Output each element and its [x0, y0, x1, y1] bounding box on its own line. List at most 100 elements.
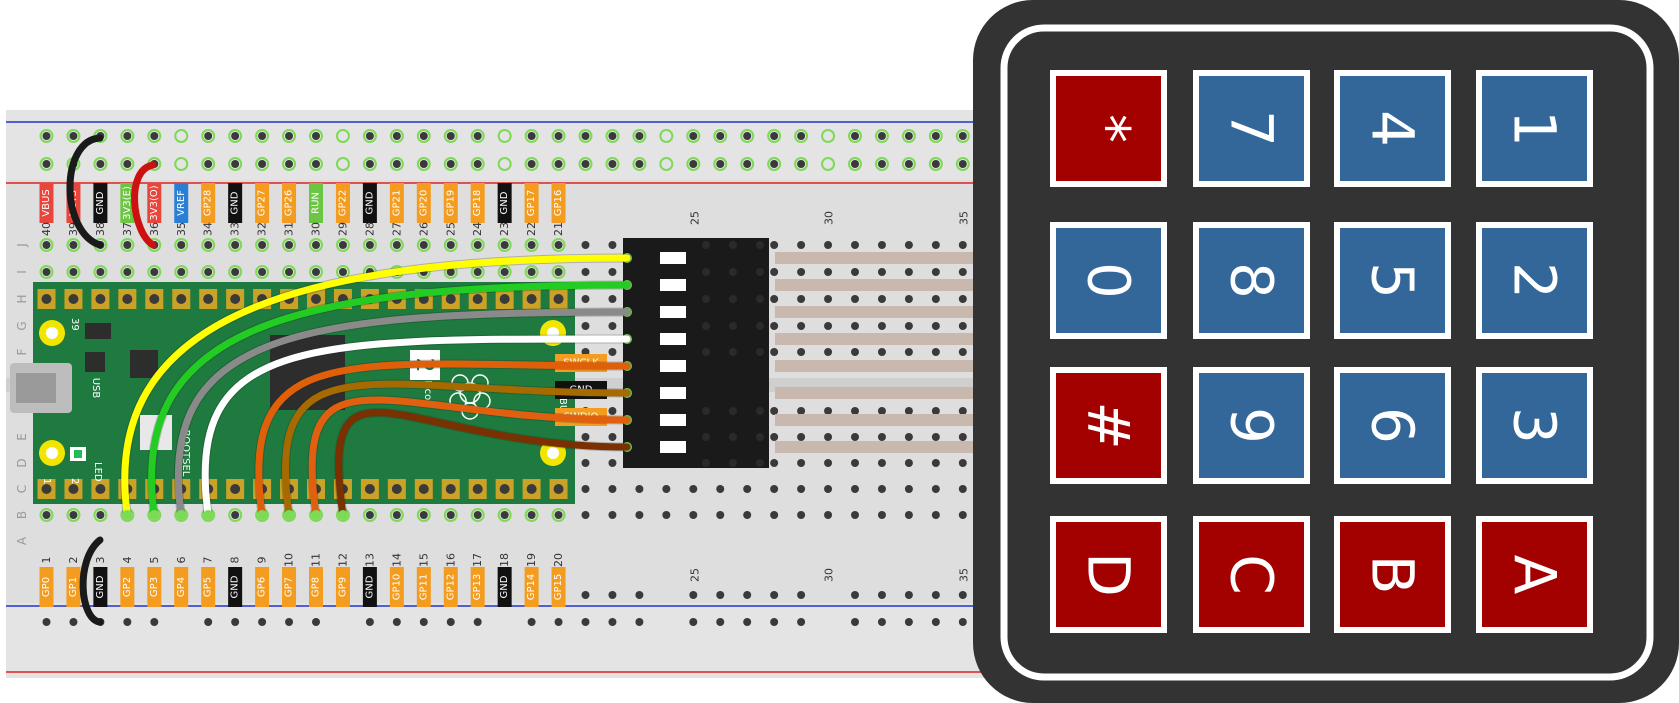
breadboard-hole[interactable]: [743, 511, 752, 519]
breadboard-hole[interactable]: [877, 433, 886, 441]
breadboard-hole[interactable]: [419, 241, 428, 249]
rail-hole[interactable]: [958, 160, 967, 168]
rail-hole[interactable]: [851, 618, 859, 626]
rail-hole[interactable]: [716, 591, 725, 599]
breadboard-hole[interactable]: [824, 295, 833, 303]
rail-hole[interactable]: [770, 132, 779, 140]
rail-hole[interactable]: [716, 132, 725, 140]
breadboard-hole[interactable]: [392, 511, 401, 519]
breadboard-hole[interactable]: [770, 485, 779, 493]
key-*[interactable]: [1056, 76, 1161, 181]
breadboard-hole[interactable]: [285, 241, 294, 249]
breadboard-hole[interactable]: [797, 295, 806, 303]
breadboard-hole[interactable]: [931, 322, 940, 330]
breadboard-hole[interactable]: [689, 485, 698, 493]
breadboard-hole[interactable]: [150, 268, 159, 276]
rail-hole[interactable]: [743, 132, 752, 140]
breadboard-hole[interactable]: [554, 241, 563, 249]
breadboard-hole[interactable]: [770, 511, 779, 519]
rail-hole[interactable]: [770, 618, 779, 626]
breadboard-hole[interactable]: [931, 295, 940, 303]
breadboard-hole[interactable]: [904, 295, 913, 303]
breadboard-hole[interactable]: [797, 241, 806, 249]
breadboard-hole[interactable]: [797, 407, 806, 415]
breadboard-hole[interactable]: [527, 511, 536, 519]
rail-hole[interactable]: [446, 132, 455, 140]
breadboard-hole[interactable]: [581, 485, 590, 493]
breadboard-hole[interactable]: [123, 268, 132, 276]
breadboard-hole[interactable]: [96, 511, 105, 519]
breadboard-hole[interactable]: [904, 348, 913, 356]
rail-hole[interactable]: [581, 618, 590, 626]
breadboard-hole[interactable]: [581, 433, 590, 441]
breadboard-hole[interactable]: [312, 241, 320, 249]
breadboard-hole[interactable]: [931, 485, 940, 493]
breadboard-hole[interactable]: [904, 268, 913, 276]
rail-hole[interactable]: [797, 618, 806, 626]
breadboard-hole[interactable]: [824, 268, 833, 276]
breadboard-hole[interactable]: [851, 322, 859, 330]
key-0[interactable]: [1056, 228, 1161, 333]
breadboard-hole[interactable]: [824, 322, 833, 330]
rail-hole[interactable]: [96, 160, 105, 168]
key-7[interactable]: [1199, 76, 1304, 181]
breadboard-hole[interactable]: [824, 433, 833, 441]
breadboard-hole[interactable]: [851, 407, 859, 415]
breadboard-hole[interactable]: [851, 268, 859, 276]
breadboard-hole[interactable]: [824, 348, 833, 356]
breadboard-hole[interactable]: [851, 485, 859, 493]
rail-hole[interactable]: [42, 618, 51, 626]
breadboard-hole[interactable]: [473, 241, 482, 249]
breadboard-hole[interactable]: [608, 511, 617, 519]
rail-hole[interactable]: [527, 160, 536, 168]
rail-hole[interactable]: [285, 132, 294, 140]
breadboard-hole[interactable]: [581, 268, 590, 276]
breadboard-hole[interactable]: [365, 511, 374, 519]
breadboard-hole[interactable]: [770, 241, 779, 249]
rail-hole[interactable]: [150, 618, 159, 626]
rail-hole[interactable]: [312, 618, 320, 626]
rail-hole[interactable]: [770, 160, 779, 168]
rail-hole[interactable]: [877, 160, 886, 168]
rail-hole[interactable]: [797, 591, 806, 599]
breadboard-hole[interactable]: [824, 485, 833, 493]
rail-hole[interactable]: [527, 618, 536, 626]
breadboard-hole[interactable]: [608, 485, 617, 493]
rail-hole[interactable]: [419, 618, 428, 626]
breadboard-hole[interactable]: [446, 511, 455, 519]
rail-hole[interactable]: [446, 618, 455, 626]
key-9[interactable]: [1199, 373, 1304, 478]
rail-hole[interactable]: [931, 160, 940, 168]
rail-hole[interactable]: [42, 132, 51, 140]
breadboard-hole[interactable]: [177, 268, 186, 276]
rail-hole[interactable]: [743, 618, 752, 626]
breadboard-hole[interactable]: [824, 511, 833, 519]
key-D[interactable]: [1056, 522, 1161, 627]
breadboard-hole[interactable]: [797, 348, 806, 356]
breadboard-hole[interactable]: [797, 322, 806, 330]
rail-hole[interactable]: [554, 160, 563, 168]
rail-hole[interactable]: [958, 591, 967, 599]
breadboard-hole[interactable]: [285, 268, 294, 276]
breadboard-hole[interactable]: [500, 511, 509, 519]
breadboard-hole[interactable]: [931, 511, 940, 519]
rail-hole[interactable]: [904, 132, 913, 140]
breadboard-hole[interactable]: [365, 241, 374, 249]
key-C[interactable]: [1199, 522, 1304, 627]
rail-hole[interactable]: [958, 132, 967, 140]
rail-hole[interactable]: [851, 132, 859, 140]
breadboard-hole[interactable]: [392, 241, 401, 249]
breadboard-hole[interactable]: [931, 407, 940, 415]
breadboard-hole[interactable]: [42, 268, 51, 276]
breadboard-hole[interactable]: [770, 407, 779, 415]
breadboard-hole[interactable]: [204, 241, 213, 249]
breadboard-hole[interactable]: [931, 268, 940, 276]
rail-hole[interactable]: [419, 160, 428, 168]
rail-hole[interactable]: [123, 160, 132, 168]
rail-hole[interactable]: [635, 591, 644, 599]
breadboard-hole[interactable]: [851, 295, 859, 303]
breadboard-hole[interactable]: [877, 268, 886, 276]
breadboard-hole[interactable]: [877, 322, 886, 330]
rail-hole[interactable]: [527, 132, 536, 140]
breadboard-hole[interactable]: [608, 407, 617, 415]
